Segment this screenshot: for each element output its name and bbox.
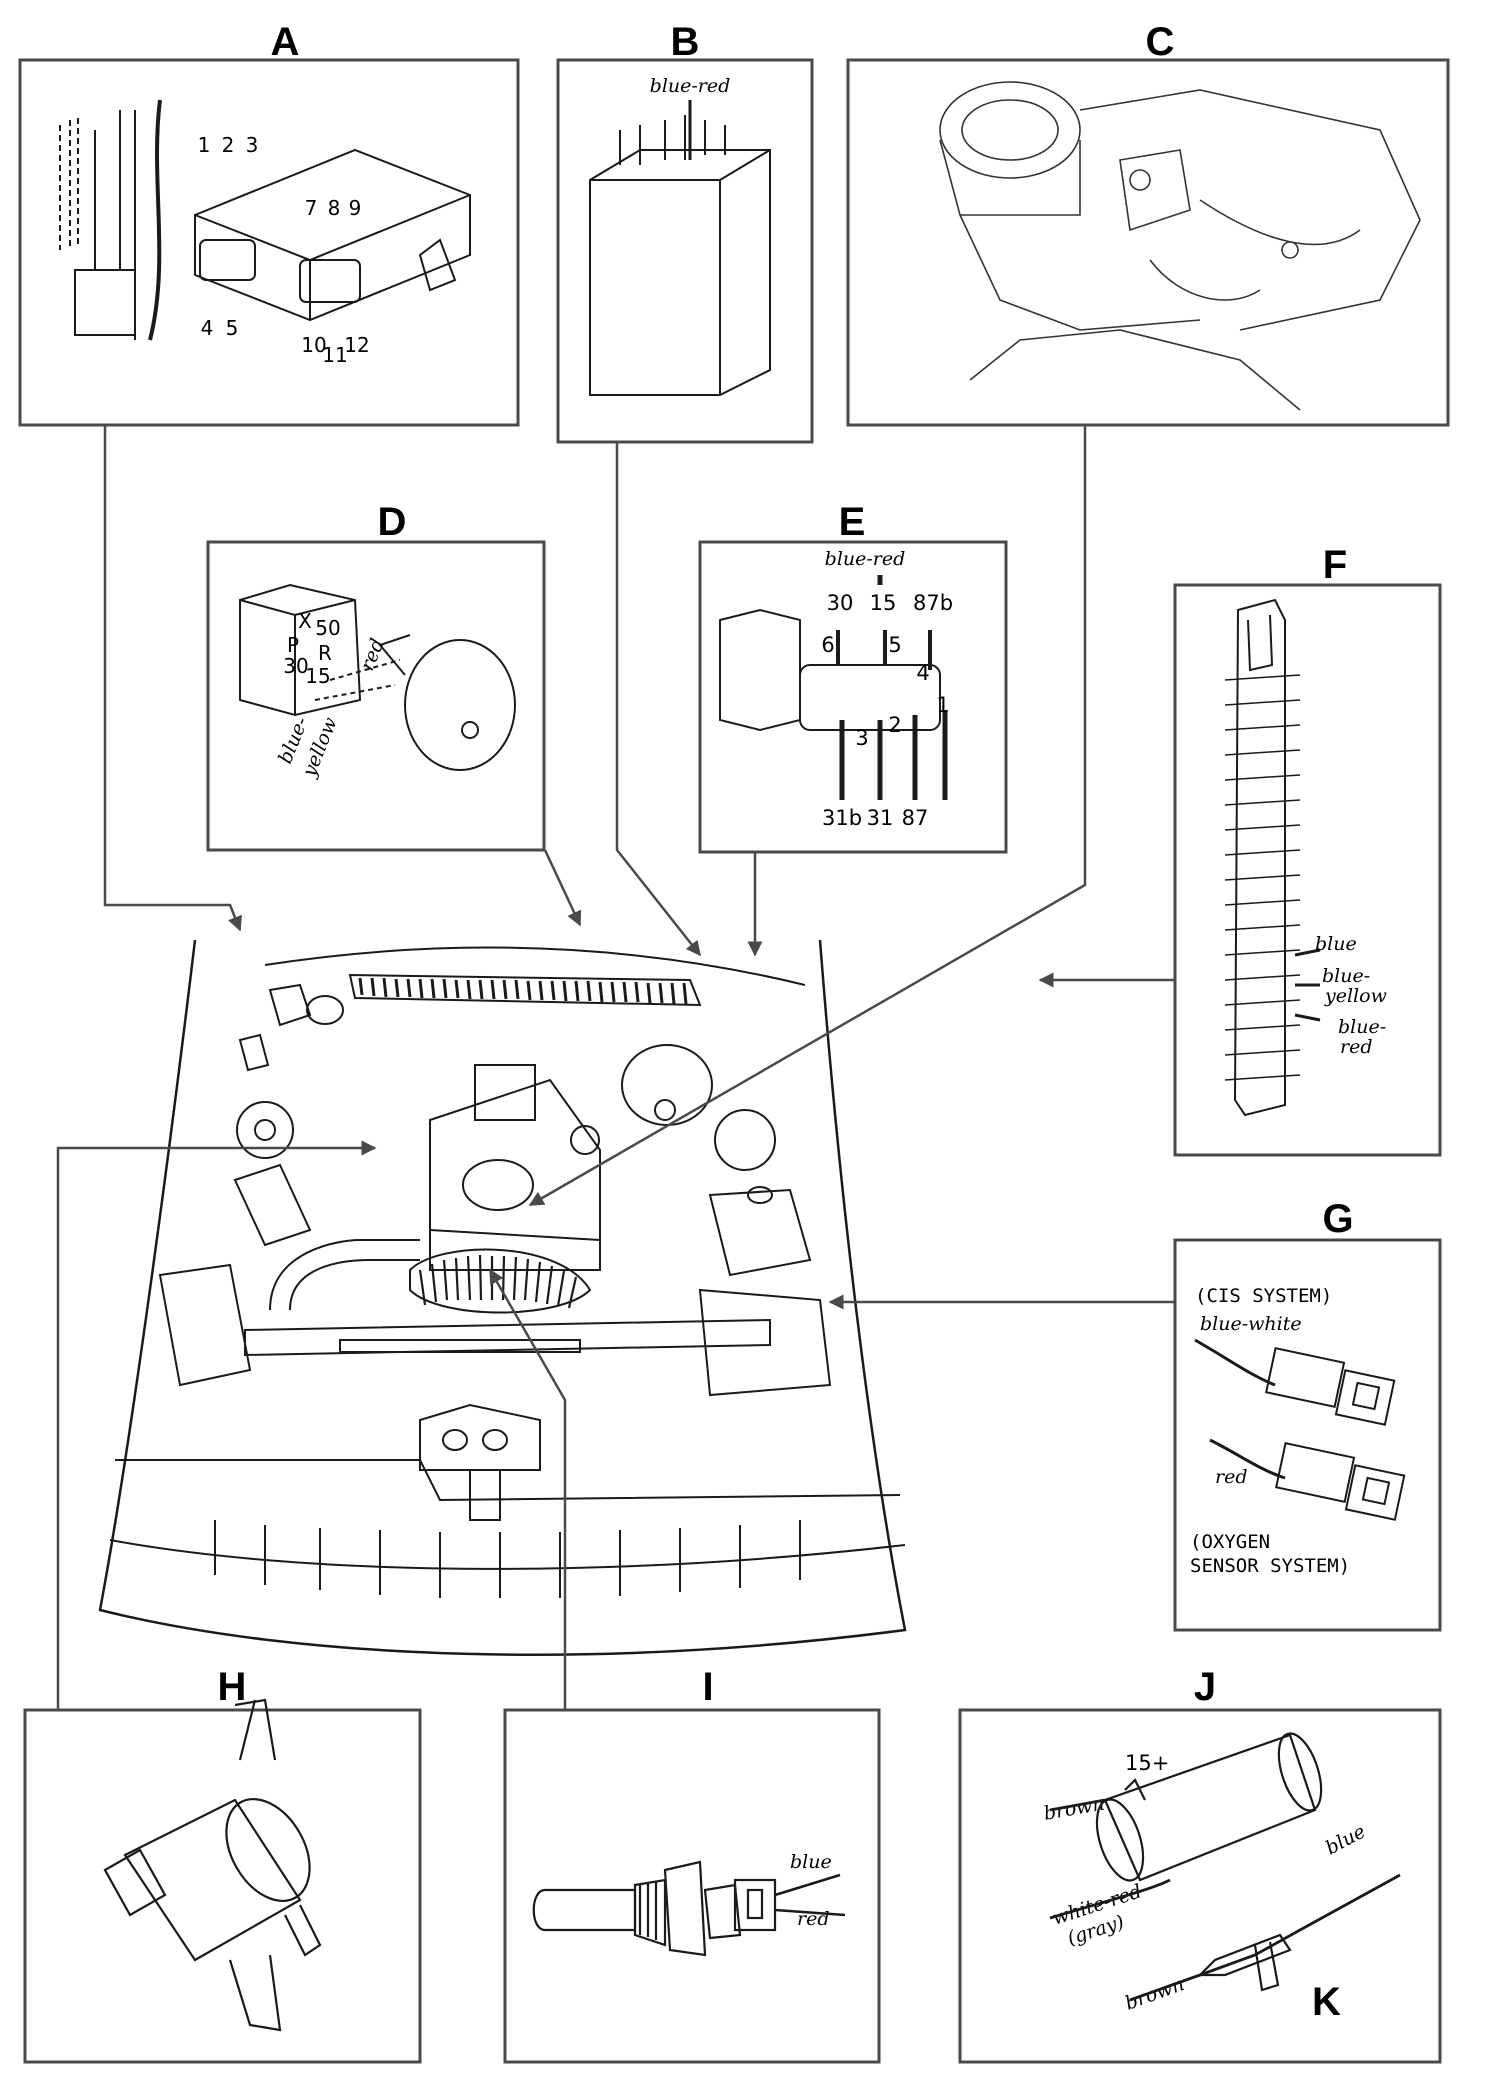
panel-e-frame (698, 540, 1008, 854)
terminal-30: 30 (827, 591, 854, 615)
panel-b-frame (556, 58, 814, 444)
wire-label-blue-red: blue-red (825, 548, 906, 570)
panel-h-frame (23, 1708, 422, 2064)
panel-b-letter: B (671, 20, 700, 64)
wire-label-brown-2: brown (1122, 1973, 1187, 2015)
wire-label-blue-2: blue- (1322, 965, 1370, 987)
panel-h-letter: H (218, 1665, 247, 1709)
panel-c: C (846, 20, 1450, 427)
leader-h (56, 1140, 377, 1710)
panel-a-letter: A (271, 20, 300, 64)
engine-detail-drawing (939, 81, 1421, 411)
leader-lines (56, 425, 1175, 1710)
panel-j: J 15+ brown white-red (gray) blue brown … (958, 1665, 1442, 2064)
fuse-box-drawing (1224, 598, 1321, 1117)
panel-g-frame (1173, 1238, 1442, 1632)
pin-3: 3 (246, 133, 259, 157)
wire-label-red: red (1340, 1036, 1373, 1058)
terminal-30: 30 (283, 654, 308, 678)
panel-e: E blue-red 30 15 87b 6 5 4 3 2 1 31b 31 … (698, 500, 1008, 854)
panel-c-frame (846, 58, 1450, 427)
pin-2: 2 (888, 713, 901, 737)
connector-drawing (1194, 1338, 1406, 1521)
leader-a (103, 425, 242, 932)
leader-b (615, 442, 701, 957)
pin-6: 6 (821, 633, 834, 657)
terminal-50: 50 (315, 616, 340, 640)
terminal-15-plus: 15+ (1125, 1751, 1169, 1775)
panel-i-letter: I (702, 1665, 713, 1709)
wire-label-blue: blue (1322, 1820, 1369, 1859)
terminal-87b: 87b (913, 591, 953, 615)
panel-d-letter: D (378, 500, 407, 544)
pin-3: 3 (855, 726, 868, 750)
panel-j-letter: J (1194, 1665, 1216, 1709)
leader-i (488, 1268, 567, 1710)
pin-1: 1 (198, 133, 211, 157)
relay-drawing (589, 100, 771, 396)
ignition-switch-drawing (239, 583, 516, 771)
fuse-row-group (1224, 674, 1301, 1081)
wire-label-blue: blue (790, 1851, 832, 1873)
pin-4: 4 (916, 661, 929, 685)
wire-label-red: red (1215, 1466, 1248, 1488)
panel-a: A 1 2 3 7 8 9 4 5 10 11 12 (18, 20, 520, 427)
terminal-x: X (298, 609, 312, 633)
panel-e-letter: E (839, 500, 866, 544)
leader-c (528, 425, 1087, 1207)
panel-b: B blue-red (556, 20, 814, 444)
pin-9: 9 (349, 196, 362, 220)
cold-start-valve-drawing (103, 1698, 322, 2032)
temperature-sensor-drawing (532, 1860, 846, 1957)
engine-bay-drawing (98, 939, 907, 1656)
ignition-coil-drawing (1049, 1732, 1401, 2002)
pin-10: 10 (301, 333, 326, 357)
k-label: K (1312, 1980, 1341, 2024)
wire-label-blue-3: blue- (1338, 1016, 1386, 1038)
panel-f-frame (1173, 583, 1442, 1157)
terminal-15: 15 (870, 591, 897, 615)
pin-8: 8 (328, 196, 341, 220)
panel-j-frame (958, 1708, 1442, 2064)
pin-5: 5 (226, 316, 239, 340)
terminal-31b: 31b (822, 806, 862, 830)
panel-c-letter: C (1146, 20, 1175, 64)
terminal-15: 15 (305, 664, 330, 688)
panel-g: G (CIS SYSTEM) blue-white red (OXYGEN SE… (1173, 1197, 1442, 1632)
pin-12: 12 (344, 333, 369, 357)
pin-1: 1 (936, 693, 949, 717)
panel-d: D X 50 P R 30 15 red blue- yellow (206, 500, 546, 852)
terminal-31: 31 (867, 806, 894, 830)
pin-4: 4 (201, 316, 214, 340)
panel-d-frame (206, 540, 546, 852)
oxygen-label-line2: SENSOR SYSTEM) (1190, 1555, 1350, 1577)
wire-label-blue-red: blue-red (650, 75, 731, 97)
pin-2: 2 (222, 133, 235, 157)
panel-i: I blue red (503, 1665, 881, 2064)
pin-11: 11 (322, 343, 347, 367)
wire-label-red: red (356, 635, 389, 673)
pin-7: 7 (305, 196, 318, 220)
cis-system-label: (CIS SYSTEM) (1195, 1285, 1332, 1307)
cowl-grille (358, 977, 688, 1005)
wire-label-yellow: yellow (1324, 985, 1387, 1007)
wire-label-blue: blue (1315, 933, 1357, 955)
panel-i-frame (503, 1708, 881, 2064)
panel-g-letter: G (1322, 1197, 1353, 1241)
terminal-r: R (318, 641, 332, 665)
panel-f-letter: F (1323, 543, 1347, 587)
wire-label-blue-white: blue-white (1200, 1313, 1302, 1335)
panel-a-frame (18, 58, 520, 427)
leader-d (543, 849, 582, 927)
terminal-87: 87 (902, 806, 929, 830)
panel-f: F blue blue- yellow blue- red (1173, 543, 1442, 1157)
terminal-p: P (287, 633, 299, 657)
panel-h: H (23, 1665, 422, 2064)
pin-5: 5 (888, 633, 901, 657)
oxygen-label-line1: (OXYGEN (1190, 1531, 1270, 1553)
relay-socket-drawing (719, 575, 948, 800)
control-unit-drawing (59, 99, 471, 341)
